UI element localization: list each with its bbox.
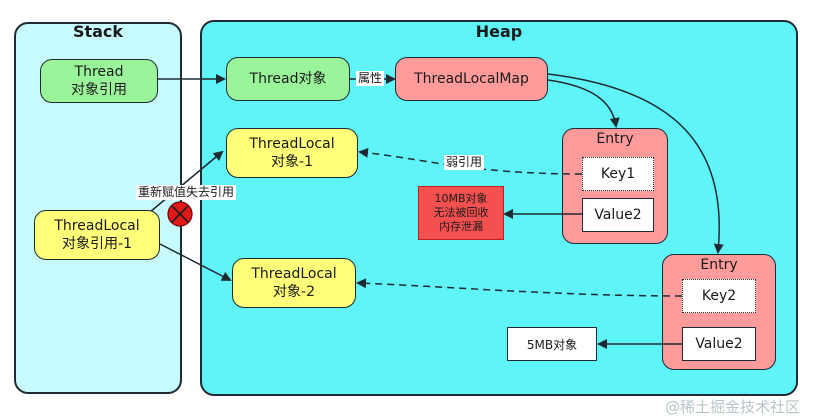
attribute-label: 属性 [356, 71, 385, 86]
weak-reference-label: 弱引用 [444, 155, 485, 170]
watermark: @稀土掘金技术社区 [665, 398, 801, 416]
entry-1-key: Key1 [582, 157, 654, 191]
broken-reference-x-icon [167, 201, 193, 227]
reassign-label: 重新赋值失去引用 [136, 185, 237, 200]
threadlocal-object-1-node: ThreadLocal 对象-1 [226, 128, 358, 178]
threadlocal-object-2-node: ThreadLocal 对象-2 [232, 258, 356, 308]
arrow-weak-key2 [356, 278, 683, 297]
heap-title: Heap [475, 22, 523, 41]
arrow-weak-key1 [358, 147, 583, 175]
stack-title: Stack [72, 22, 124, 41]
threadlocalmap-node: ThreadLocalMap [395, 57, 548, 101]
arrow-ref-obj1 [149, 150, 224, 213]
thread-object-node: Thread对象 [226, 57, 350, 101]
entry-1-value: Value2 [582, 198, 654, 232]
memory-leak-note: 10MB对象 无法被回收 内存泄漏 [418, 186, 504, 240]
object-5mb: 5MB对象 [507, 327, 597, 361]
entry-2-title: Entry [700, 257, 738, 273]
threadlocal-reference-node: ThreadLocal 对象引用-1 [34, 210, 160, 260]
arrow-ref-obj2 [159, 243, 232, 281]
arrow-map-entry1 [547, 79, 620, 128]
arrow-map-entry2 [547, 73, 724, 254]
thread-reference-node: Thread 对象引用 [40, 59, 158, 103]
entry-2-value: Value2 [682, 327, 756, 361]
entry-2-key: Key2 [682, 279, 756, 313]
entry-1-title: Entry [596, 131, 634, 147]
